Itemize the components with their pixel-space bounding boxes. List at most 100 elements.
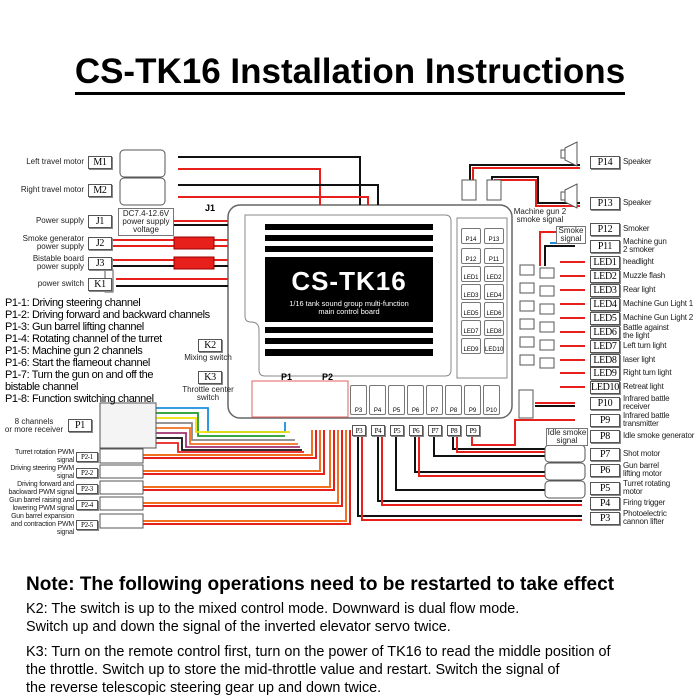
switch-label: Mixing switch xyxy=(184,353,232,362)
tag-p11: P11 xyxy=(590,240,620,253)
onboard-port-led7: LED7 xyxy=(461,320,481,336)
onboard-port-p10: P10 xyxy=(483,385,500,415)
tag-k3: K3 xyxy=(198,371,222,384)
right-item-label: Firing trigger xyxy=(623,498,666,507)
j1-label: J1 xyxy=(205,203,216,213)
p1-channel-description: P1-7: Turn the gun on and off the bistab… xyxy=(5,369,154,393)
left-item-label: Smoke generator power supply xyxy=(22,234,84,251)
note-k2: K2: The switch is up to the mixed contro… xyxy=(26,601,520,635)
left-item-label: Right travel motor xyxy=(20,185,84,194)
board-subtitle: 1/16 tank sound group multi-function mai… xyxy=(289,299,409,316)
onboard-port-led3: LED3 xyxy=(461,284,481,300)
output-plug-p9: P9 xyxy=(466,425,480,436)
tag-led5: LED5 xyxy=(590,312,620,325)
tag-p2-3: P2-3 xyxy=(76,484,98,494)
right-item-label: Retreat light xyxy=(623,382,664,391)
right-item-label: Photoelectric cannon lifter xyxy=(623,509,667,526)
switch-label: Throttle center switch xyxy=(182,385,234,402)
idle-smoke-signal-box: Idle smoke signal xyxy=(546,428,588,446)
tag-j1: J1 xyxy=(88,215,112,228)
tag-p9: P9 xyxy=(590,414,620,427)
tag-p2-2: P2-2 xyxy=(76,468,98,478)
p1-channel-description: P1-6: Start the flameout channel xyxy=(5,357,150,369)
pwm-item-label: Gun barrel expansion and contraction PWM… xyxy=(10,513,74,536)
onboard-port-led6: LED6 xyxy=(484,302,504,318)
output-plug-p6: P6 xyxy=(409,425,423,436)
led-connectors xyxy=(461,179,555,419)
right-item-label: Muzzle flash xyxy=(623,271,666,280)
right-item-label: Speaker xyxy=(623,198,652,207)
tag-led10: LED10 xyxy=(590,381,620,394)
left-item-label: Bistable board power supply xyxy=(32,254,84,271)
tag-led2: LED2 xyxy=(590,270,620,283)
pwm-item-label: Turret rotation PWM signal xyxy=(15,449,74,464)
wire-group-right xyxy=(469,164,585,388)
p1-channel-description: P1-3: Gun barrel lifting channel xyxy=(5,321,144,333)
left-item-label: Left travel motor xyxy=(26,157,84,166)
onboard-port-led1: LED1 xyxy=(461,266,481,282)
tag-p14: P14 xyxy=(590,156,620,169)
right-item-label: Idle smoke generator xyxy=(623,431,695,440)
tag-led9: LED9 xyxy=(590,367,620,380)
right-item-label: Left turn light xyxy=(623,341,667,350)
smoke-signal-box: Smoke signal xyxy=(556,226,586,244)
onboard-port-p4: P4 xyxy=(369,385,386,415)
output-plug-p3: P3 xyxy=(352,425,366,436)
pwm-item-label: Gun barrel raising and lowering PWM sign… xyxy=(9,497,74,512)
mg2-smoke-signal-label: Machine gun 2 smoke signal xyxy=(513,207,567,224)
note-heading: Note: The following operations need to b… xyxy=(26,574,615,595)
pwm-item-label: Driving steering PWM signal xyxy=(10,465,74,480)
tag-led4: LED4 xyxy=(590,298,620,311)
tag-led3: LED3 xyxy=(590,284,620,297)
tag-led6: LED6 xyxy=(590,326,620,339)
power-supply-voltage-box: DC7.4-12.6V power supply voltage xyxy=(118,208,174,236)
tag-led7: LED7 xyxy=(590,340,620,353)
tag-led8: LED8 xyxy=(590,354,620,367)
board-display: CS-TK16 1/16 tank sound group multi-func… xyxy=(265,224,433,356)
p1-channel-description: P1-2: Driving forward and backward chann… xyxy=(5,309,210,321)
tag-p5: P5 xyxy=(590,482,620,495)
output-plug-p5: P5 xyxy=(390,425,404,436)
right-item-label: Right turn light xyxy=(623,368,672,377)
motor-icons xyxy=(99,141,586,529)
onboard-port-p5: P5 xyxy=(388,385,405,415)
tag-p4: P4 xyxy=(590,497,620,510)
tag-p2-5: P2-5 xyxy=(76,520,98,530)
tag-p12: P12 xyxy=(590,223,620,236)
tag-p2-4: P2-4 xyxy=(76,500,98,510)
onboard-port-led5: LED5 xyxy=(461,302,481,318)
left-item-label: power switch xyxy=(37,279,84,288)
right-item-label: Machine Gun Light 1 xyxy=(623,299,694,308)
p1-channel-description: P1-1: Driving steering channel xyxy=(5,297,141,309)
onboard-port-p13: P13 xyxy=(484,228,504,244)
onboard-port-p14: P14 xyxy=(461,228,481,244)
tag-m2: M2 xyxy=(88,184,112,197)
note-k3: K3: Turn on the remote control first, tu… xyxy=(26,644,611,696)
wire-group-motors xyxy=(110,156,379,287)
board-name: CS-TK16 xyxy=(291,266,407,296)
onboard-port-p7: P7 xyxy=(426,385,443,415)
tag-m1: M1 xyxy=(88,156,112,169)
right-item-label: Infrared battle transmitter xyxy=(623,411,670,428)
tag-j2: J2 xyxy=(88,237,112,250)
p2-header-label: P2 xyxy=(322,372,334,382)
p1-channel-description: P1-5: Machine gun 2 channels xyxy=(5,345,143,357)
tag-p7: P7 xyxy=(590,448,620,461)
right-item-label: Gun barrel lifting motor xyxy=(623,461,662,478)
right-item-label: Machine gun 2 smoker xyxy=(623,237,667,254)
right-item-label: Speaker xyxy=(623,157,652,166)
onboard-port-p8: P8 xyxy=(445,385,462,415)
output-plug-p7: P7 xyxy=(428,425,442,436)
receiver-label: 8 channels or more receiver xyxy=(4,417,64,434)
right-item-label: laser light xyxy=(623,355,656,364)
onboard-port-p11: P11 xyxy=(484,248,504,264)
right-item-label: Machine Gun Light 2 xyxy=(623,313,694,322)
onboard-port-led9: LED9 xyxy=(461,338,481,354)
output-plug-p4: P4 xyxy=(371,425,385,436)
onboard-port-led10: LED10 xyxy=(484,338,504,354)
p1-header-label: P1 xyxy=(281,372,293,382)
tag-p10: P10 xyxy=(590,397,620,410)
left-item-label: Power supply xyxy=(35,216,84,225)
wire-group-pwm xyxy=(143,430,351,525)
tag-j3: J3 xyxy=(88,257,112,270)
